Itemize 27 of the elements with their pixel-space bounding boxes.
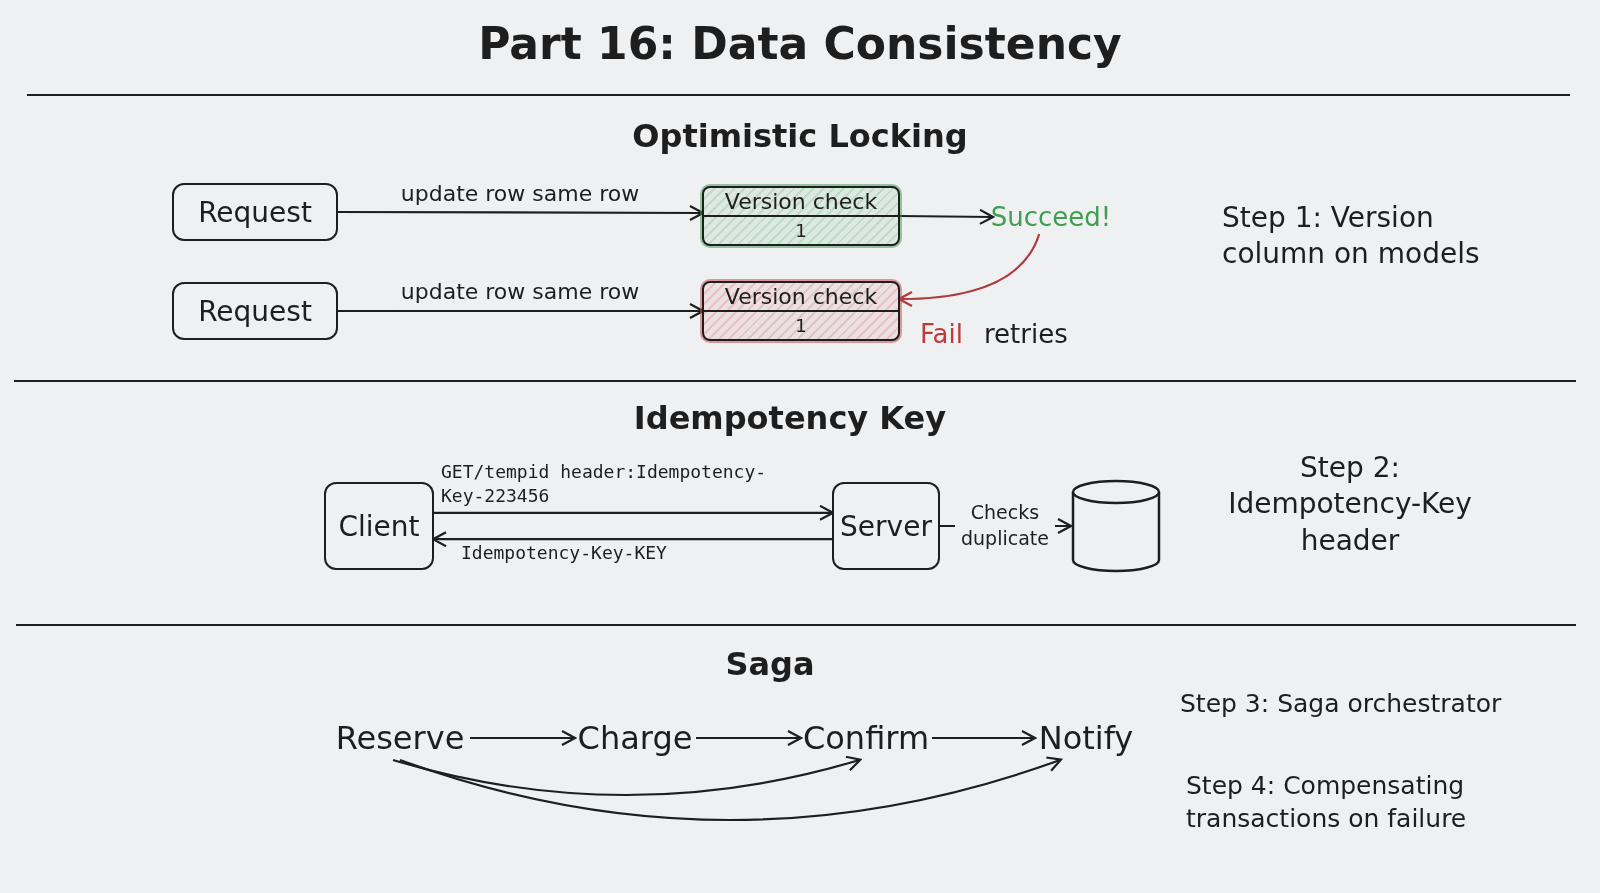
arrow	[399, 756, 1063, 821]
note-text: Step 3: Saga orchestrator	[1180, 688, 1503, 720]
diagram-title: Part 16: Data Consistency	[477, 18, 1123, 69]
process-box: Client	[324, 482, 434, 570]
section-heading: Idempotency Key	[632, 398, 948, 439]
process-box: Request	[172, 282, 338, 340]
node-text: Reserve	[335, 719, 465, 757]
section-heading: Saga	[724, 644, 816, 685]
arrow	[900, 208, 995, 225]
node-text: Confirm	[802, 719, 930, 757]
version-check-box: Version check 1	[702, 281, 900, 341]
note-text: Step 2: Idempotency-Key header	[1227, 450, 1473, 559]
note-text: Step 1: Version column on models	[1222, 200, 1481, 273]
section-heading: Optimistic Locking	[631, 116, 969, 157]
process-box: Request	[172, 183, 338, 241]
note-text: Fail	[920, 318, 963, 351]
node-text: Charge	[577, 719, 693, 757]
node-text: Notify	[1038, 719, 1134, 757]
arrow	[932, 729, 1037, 747]
arrow	[696, 729, 803, 747]
note-text: Step 4: Compensating transactions on failure	[1186, 770, 1468, 835]
version-check-box: Version check 1	[702, 186, 900, 246]
arrow	[470, 729, 577, 747]
process-box: Server	[832, 482, 940, 570]
note-text: retries	[984, 318, 1068, 351]
node-text: Succeed!	[990, 202, 1112, 232]
arrow	[392, 755, 862, 797]
